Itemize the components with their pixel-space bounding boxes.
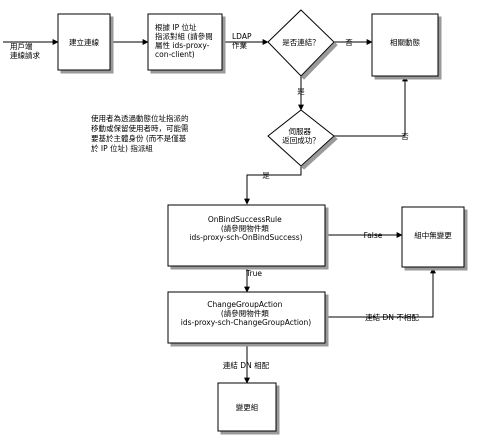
server-success-decision xyxy=(267,109,335,167)
map-ip-label: 根據 IP 位址 指派對組 (請參閱 屬性 ids-proxy- con-cli… xyxy=(155,22,215,59)
change-group-action-label: ChangeGroupAction (請參閱物件類 ids-proxy-sch-… xyxy=(181,300,311,327)
note-text: 使用者為透過動態位址指派的 移動或保留使用者時，可能需 要基於主體身份 (而不是… xyxy=(91,113,191,153)
edge-label-dn-match: 連結 DN 相配 xyxy=(223,360,270,370)
map-ip-box xyxy=(147,13,223,71)
ldap-op-label: LDAP 作業 xyxy=(232,32,254,50)
on-bind-success-box xyxy=(167,204,326,267)
group-no-change-box xyxy=(401,206,465,268)
edge-server-yes xyxy=(244,166,302,205)
group-no-change-label: 組中無變更 xyxy=(414,230,452,240)
on-bind-success-label: OnBindSuccessRule (請參閱物件類 ids-proxy-sch-… xyxy=(189,215,302,242)
edge-label-no-1: 否 xyxy=(345,38,353,47)
establish-connection-box xyxy=(57,13,111,71)
establish-connection-label: 建立連線 xyxy=(69,37,99,47)
edge-label-no-2: 否 xyxy=(401,132,409,141)
edge-label-false: False xyxy=(364,231,383,240)
edge-server-no xyxy=(334,75,408,137)
is-bind-label: 是否連結？ xyxy=(282,37,320,47)
edge-label-yes-1: 是 xyxy=(297,87,305,96)
edge-label-dn-mismatch: 連結 DN 不相配 xyxy=(365,312,419,322)
is-bind-decision xyxy=(267,9,335,77)
change-group-action-box xyxy=(167,291,326,344)
related-action-box xyxy=(371,13,439,77)
edge-dn-mismatch xyxy=(325,267,436,318)
change-group-label: 變更組 xyxy=(236,402,259,412)
user-request-label: 用戶端 連線請求 xyxy=(10,41,40,60)
related-action-label: 相關動態 xyxy=(390,37,420,47)
edge-label-true: True xyxy=(245,269,262,278)
change-group-box xyxy=(217,382,277,432)
server-success-label: 伺服器 返回成功？ xyxy=(282,126,320,145)
connectors xyxy=(3,39,436,384)
edge-label-yes-2: 是 xyxy=(262,171,270,180)
